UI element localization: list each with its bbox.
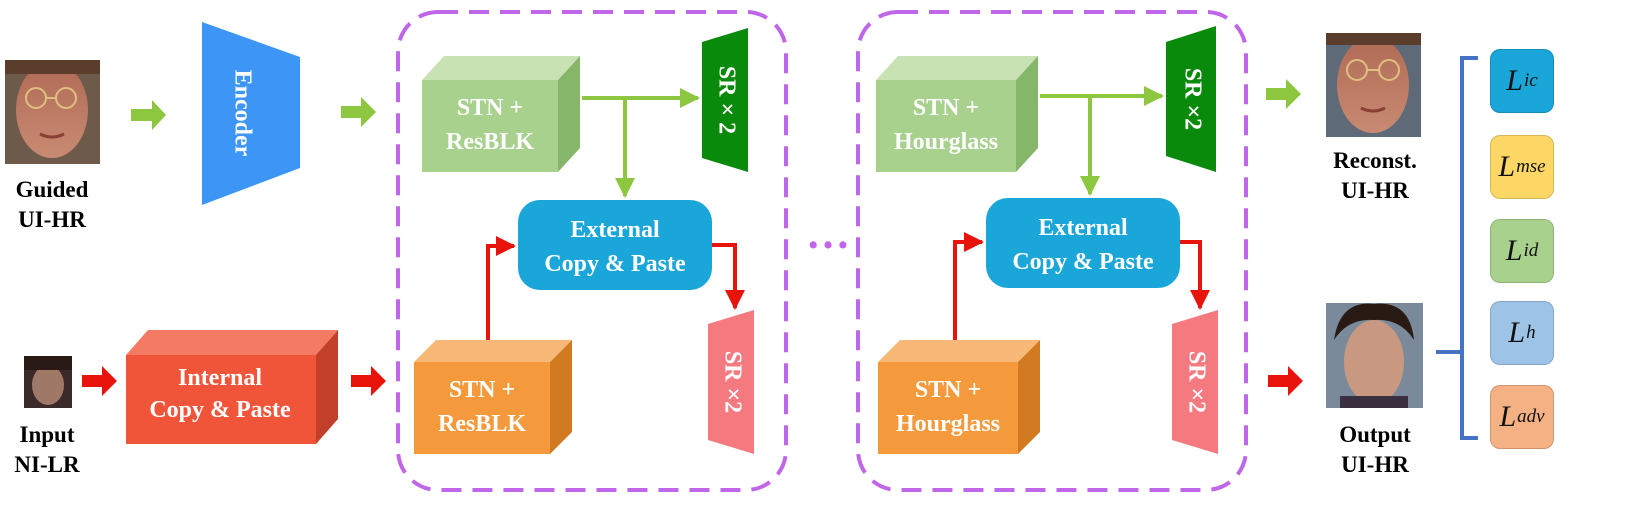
output-face-photo	[1326, 303, 1423, 408]
loss-symbol: L	[1499, 400, 1517, 433]
stage2-bottom-stn-block: STN + Hourglass	[878, 340, 1040, 454]
output-label-line2: UI-HR	[1341, 452, 1409, 477]
stage2-bottom-label-line2: Hourglass	[896, 411, 1000, 437]
stage2-ext-line2: Copy & Paste	[1012, 249, 1154, 275]
input-label-line1: Input	[19, 422, 75, 447]
stage1-container	[396, 10, 788, 492]
stage1-sr-bottom-label: SR ×2	[719, 351, 745, 413]
loss-subscript: mse	[1516, 156, 1546, 177]
stage2-top-stn-block: STN + Hourglass	[876, 56, 1038, 172]
stage1-sr-bottom: SR ×2	[708, 310, 754, 454]
red-block-arrow-3	[1268, 366, 1303, 396]
encoder-block: Encoder	[202, 22, 300, 205]
stage1-top-stn-block: STN + ResBLK	[422, 56, 580, 172]
guided-label-line1: Guided	[15, 177, 89, 202]
loss-subscript: h	[1526, 322, 1536, 343]
green-block-arrow-3	[1266, 79, 1301, 109]
stage1-ext-line2: Copy & Paste	[544, 251, 686, 277]
stage1-bottom-label-line2: ResBLK	[438, 411, 526, 437]
stage2-top-label-line1: STN +	[913, 95, 979, 121]
guided-label-line2: UI-HR	[18, 207, 86, 232]
stage2-sr-top-label: SR ×2	[1179, 68, 1205, 130]
output-label: Output UI-HR	[1316, 420, 1434, 480]
red-block-arrow-2	[351, 366, 386, 396]
stage1-connectors	[486, 88, 745, 340]
reconst-label-line2: UI-HR	[1341, 178, 1409, 203]
guided-face-photo	[5, 60, 100, 164]
stage1-ext-line1: External	[570, 217, 660, 243]
stage2-sr-bottom-label: SR ×2	[1183, 351, 1209, 413]
stage2-external-copy-paste: External Copy & Paste	[986, 198, 1180, 288]
stage1-bottom-label-line1: STN +	[449, 377, 515, 403]
internal-label-line2: Copy & Paste	[149, 397, 291, 423]
loss-symbol: L	[1505, 234, 1523, 267]
stage1-sr-top: SR × 2	[702, 28, 748, 172]
stage1-bottom-stn-block: STN + ResBLK	[414, 340, 572, 454]
input-face-photo	[24, 356, 72, 408]
encoder-label: Encoder	[229, 70, 255, 157]
stage2-container	[856, 10, 1248, 492]
input-label: Input NI-LR	[2, 420, 92, 480]
guided-label: Guided UI-HR	[2, 175, 102, 235]
stage2-bottom-label-line1: STN +	[915, 377, 981, 403]
red-block-arrow-1	[82, 366, 117, 396]
internal-copy-paste-block: Internal Copy & Paste	[126, 330, 338, 444]
stage2-top-label-line2: Hourglass	[894, 129, 998, 155]
stage1-top-label-line2: ResBLK	[446, 129, 534, 155]
reconst-label: Reconst. UI-HR	[1316, 146, 1434, 206]
internal-label-line1: Internal	[178, 365, 262, 391]
input-label-line2: NI-LR	[14, 452, 80, 477]
reconst-face-photo	[1326, 33, 1421, 137]
loss-symbol: L	[1498, 150, 1516, 183]
stage1-external-copy-paste: External Copy & Paste	[518, 200, 712, 290]
loss-symbol: L	[1508, 316, 1526, 349]
stage2-sr-top: SR ×2	[1166, 26, 1216, 172]
stage1-sr-top-label: SR × 2	[713, 66, 739, 134]
stage2-ext-line1: External	[1038, 215, 1128, 241]
loss-bracket	[1436, 56, 1478, 440]
loss-symbol: L	[1506, 64, 1523, 97]
stage2-connectors	[953, 86, 1210, 340]
reconst-label-line1: Reconst.	[1333, 148, 1417, 173]
loss-subscript: ic	[1523, 70, 1538, 91]
stage1-top-label-line1: STN +	[457, 95, 523, 121]
green-block-arrow-2	[341, 97, 376, 127]
loss-subscript: id	[1523, 240, 1539, 261]
output-label-line1: Output	[1339, 422, 1411, 447]
green-block-arrow-1	[131, 100, 166, 130]
stage2-sr-bottom: SR ×2	[1172, 310, 1218, 454]
loss-subscript: adv	[1517, 406, 1545, 427]
ellipsis: …	[806, 209, 850, 258]
